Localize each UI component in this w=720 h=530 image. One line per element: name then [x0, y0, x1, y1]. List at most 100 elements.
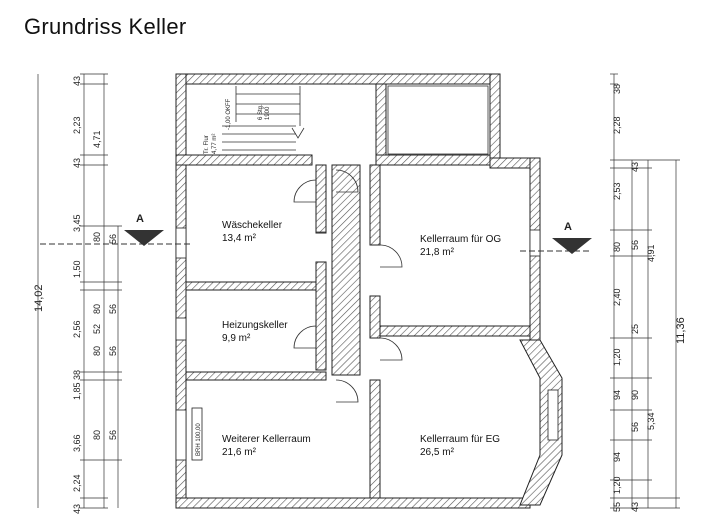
dim-label: 4,91: [646, 244, 656, 262]
wall-upper-right-bottom: [375, 154, 491, 166]
dim-label: 3,66: [72, 434, 82, 452]
dim-label: 80: [92, 304, 102, 314]
room-area: 9,9 m²: [222, 333, 251, 344]
door-corridor-top: [335, 169, 359, 193]
chimney: [331, 164, 361, 376]
section-line: A A: [40, 213, 592, 254]
dim-label: 25: [630, 324, 640, 334]
dim-label: 56: [108, 234, 118, 244]
dim-total: 11,36: [675, 317, 687, 344]
doors: [293, 169, 403, 403]
window-left-3: [175, 409, 187, 461]
dim-label: 1,50: [72, 260, 82, 278]
walls: [175, 73, 563, 509]
wall-corridor-left-1: [315, 164, 327, 234]
section-arrow-right: [552, 238, 592, 254]
dim-label: 90: [630, 390, 640, 400]
upper-right-room: [387, 85, 489, 155]
dim-label: 94: [612, 452, 622, 462]
dim-label: 56: [630, 422, 640, 432]
section-arrow-left: [124, 230, 164, 246]
wall-corridor-right-3: [369, 379, 381, 499]
dim-label: 4,71: [92, 130, 102, 148]
dim-total: 14,02: [33, 284, 45, 312]
dim-label: 80: [92, 232, 102, 242]
wall-og-eg: [379, 325, 531, 337]
wall-right-upper: [489, 73, 501, 161]
section-label-left: A: [136, 213, 144, 225]
wall-bay: [519, 339, 563, 506]
stair-note: Tr. Flur: [204, 135, 210, 154]
dim-label: 56: [108, 304, 118, 314]
dim-label: 5,34: [646, 412, 656, 430]
stairs: [222, 85, 489, 155]
windows: [175, 227, 559, 461]
dim-label: 2,56: [72, 320, 82, 338]
stair-note: 6 Stg.: [258, 104, 264, 120]
dim-label: 80: [612, 242, 622, 252]
room-name: Kellerraum für OG: [420, 234, 501, 245]
dim-label: 2,23: [72, 116, 82, 134]
dim-label: 38: [612, 84, 622, 94]
dim-label: 43: [72, 158, 82, 168]
door-og: [379, 244, 403, 268]
dim-label: 56: [630, 240, 640, 250]
dim-label: 43: [72, 504, 82, 514]
dim-label: 52: [92, 324, 102, 334]
door-waesche: [293, 179, 317, 203]
wall-stair-bottom: [175, 154, 313, 166]
right-dimension-labels: 38 2,28 2,53 80 2,40 1,20 94 94 1,20 55 …: [612, 84, 687, 512]
page-title: Grundriss Keller: [24, 14, 187, 39]
room-area: 21,8 m²: [420, 247, 455, 258]
dim-label: 2,24: [72, 474, 82, 492]
right-dimensions: [610, 73, 680, 509]
dim-label: 2,53: [612, 182, 622, 200]
dim-label: 80: [92, 430, 102, 440]
dim-label: 38: [72, 370, 82, 380]
door-eg: [379, 337, 403, 361]
dim-label: 1,85: [72, 382, 82, 400]
room-area: 21,6 m²: [222, 447, 257, 458]
dim-label: 94: [612, 390, 622, 400]
dim-label: 2,28: [612, 116, 622, 134]
left-dimension-labels: 43 2,23 43 3,45 1,50 2,56 38 1,85 3,66 2…: [33, 76, 118, 514]
dim-label: 43: [630, 502, 640, 512]
stair-note: 1900: [265, 106, 271, 120]
notes: Tr. Flur 4,77 m² -1,00 OKFF 6 Stg. 1900 …: [196, 98, 271, 456]
section-label-right: A: [564, 221, 572, 233]
dim-label: 43: [72, 76, 82, 86]
wall-heizung-weiterer: [185, 371, 327, 381]
window-note: BRH 100,00: [196, 423, 202, 456]
wall-corridor-right-2: [369, 295, 381, 339]
window-left-2: [175, 317, 187, 341]
dim-label: 3,45: [72, 214, 82, 232]
wall-upper-middle: [375, 83, 387, 163]
door-heizung: [293, 325, 317, 349]
room-name: Heizungskeller: [222, 320, 288, 331]
stair-note: -1,00 OKFF: [226, 98, 232, 130]
dim-label: 43: [630, 162, 640, 172]
wall-corridor-left-2: [315, 261, 327, 371]
wall-top: [175, 73, 501, 85]
room-name: Weiterer Kellerraum: [222, 434, 311, 445]
stair-arrow: [291, 127, 305, 139]
dim-label: 1,20: [612, 348, 622, 366]
dim-label: 56: [108, 430, 118, 440]
window-bay: [547, 389, 559, 441]
room-name: Wäschekeller: [222, 220, 283, 231]
room-labels: Wäschekeller 13,4 m² Heizungskeller 9,9 …: [222, 220, 501, 458]
dim-label: 2,40: [612, 288, 622, 306]
dim-label: 80: [92, 346, 102, 356]
left-dimensions: [37, 73, 122, 509]
room-area: 13,4 m²: [222, 233, 257, 244]
wall-corridor-right-1: [369, 164, 381, 246]
wall-bottom: [175, 497, 531, 509]
window-right-1: [529, 229, 541, 257]
wall-waesche-heizung: [185, 281, 317, 291]
room-area: 26,5 m²: [420, 447, 455, 458]
dim-label: 1,20: [612, 476, 622, 494]
room-name: Kellerraum für EG: [420, 434, 500, 445]
dim-label: 56: [108, 346, 118, 356]
stair-note: 4,77 m²: [212, 134, 218, 154]
